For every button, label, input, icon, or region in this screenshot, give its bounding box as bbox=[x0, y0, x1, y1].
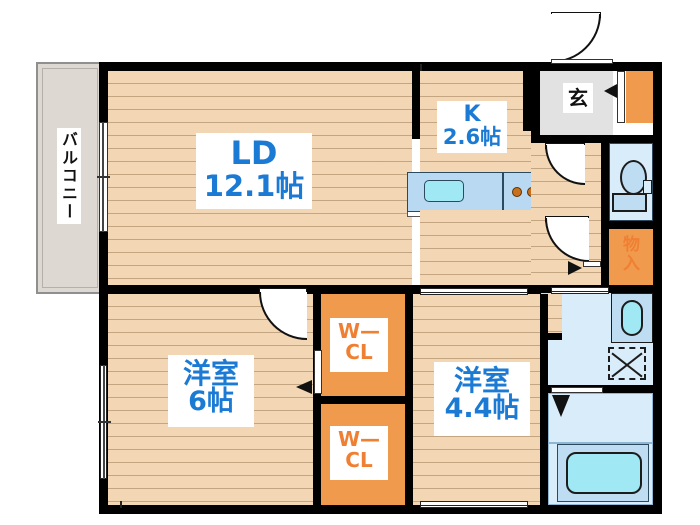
balcony-sliding-door-handle bbox=[97, 176, 110, 178]
wall-ld-bottom bbox=[108, 285, 541, 294]
shoe-closet-door[interactable] bbox=[617, 71, 625, 123]
closet-wcl-upper-arrow-icon bbox=[296, 380, 312, 394]
closet-wcl-upper-label: W— CL bbox=[330, 318, 388, 372]
washitsu44-window-bottom[interactable] bbox=[420, 501, 528, 508]
room-label-washitsu44-name: 洋室 bbox=[453, 364, 510, 397]
bathroom-divider bbox=[548, 442, 653, 444]
wall-storage-top bbox=[601, 221, 662, 229]
washitsu44-window-top[interactable] bbox=[420, 288, 528, 295]
closet-wcl-lower-line1: W— bbox=[337, 427, 381, 451]
bathtub-icon bbox=[566, 452, 642, 494]
bathroom-door[interactable] bbox=[551, 387, 603, 393]
toilet-icon bbox=[620, 160, 647, 195]
wall-kitchen-right bbox=[523, 71, 531, 131]
corridor-slide-door[interactable] bbox=[583, 261, 601, 267]
toilet-tank-icon bbox=[612, 193, 647, 212]
vanity-sink-icon bbox=[621, 300, 643, 336]
washroom-window[interactable] bbox=[551, 287, 609, 294]
storage-monoire-label: 物入 bbox=[619, 235, 639, 273]
closet-wcl-upper-line2: CL bbox=[345, 340, 373, 364]
room-label-washitsu44-area: 4.4帖 bbox=[444, 393, 520, 425]
closet-wcl-lower-label: W— CL bbox=[330, 426, 388, 480]
ld-window-top[interactable] bbox=[420, 64, 422, 71]
toilet-lever-icon bbox=[643, 180, 652, 194]
washing-machine-space-icon bbox=[608, 347, 646, 380]
wall-storage-left bbox=[601, 229, 609, 285]
closet-wcl-upper-door[interactable] bbox=[314, 350, 322, 394]
wall-ld-kitchen-partition bbox=[412, 71, 420, 139]
wall-toilet-left bbox=[601, 135, 609, 225]
room-label-washitsu6-name: 洋室 bbox=[182, 357, 239, 390]
washitsu6-window-handle bbox=[98, 421, 111, 423]
room-label-washitsu6-area: 6帖 bbox=[188, 386, 234, 418]
room-label-kitchen-name: K bbox=[463, 102, 481, 127]
corridor-slide-arrow-icon bbox=[568, 261, 582, 275]
front-door-threshold bbox=[551, 59, 613, 64]
room-label-ld-area: 12.1帖 bbox=[203, 168, 305, 203]
room-label-washitsu-44: 洋室 4.4帖 bbox=[434, 362, 530, 436]
wall-washitsu6-right bbox=[313, 294, 321, 505]
bathroom-door-arrow-icon bbox=[552, 395, 570, 417]
room-label-washitsu-6: 洋室 6帖 bbox=[168, 355, 254, 427]
sink-icon bbox=[424, 180, 464, 202]
room-label-kitchen: K 2.6帖 bbox=[437, 101, 507, 153]
storage-monoire[interactable] bbox=[609, 229, 653, 285]
entry-slide-arrow-icon bbox=[604, 84, 617, 98]
entrance-label: 玄 bbox=[563, 83, 593, 113]
shoe-closet-icon[interactable] bbox=[626, 71, 653, 123]
wall-bottom-outer bbox=[99, 505, 662, 514]
front-door-swing-icon bbox=[551, 14, 601, 63]
wall-closet-right bbox=[405, 294, 413, 505]
balcony-label: バルコニー bbox=[57, 128, 81, 224]
wall-between-closets bbox=[321, 396, 405, 404]
wall-entrance-left bbox=[531, 62, 540, 143]
room-label-ld: LD 12.1帖 bbox=[196, 133, 312, 209]
washitsu6-window-bottom[interactable] bbox=[120, 501, 122, 508]
wall-washroom-notch bbox=[540, 333, 562, 340]
wall-entry-top bbox=[540, 62, 662, 71]
wall-washitsu44-right bbox=[540, 294, 548, 505]
room-label-kitchen-area: 2.6帖 bbox=[442, 125, 502, 150]
wall-ld-top bbox=[99, 62, 531, 71]
burner-left-icon bbox=[512, 187, 522, 197]
room-label-ld-name: LD bbox=[230, 134, 278, 172]
closet-wcl-lower-line2: CL bbox=[345, 448, 373, 472]
closet-wcl-upper-line1: W— bbox=[337, 319, 381, 343]
corridor-upper-link bbox=[420, 210, 531, 285]
